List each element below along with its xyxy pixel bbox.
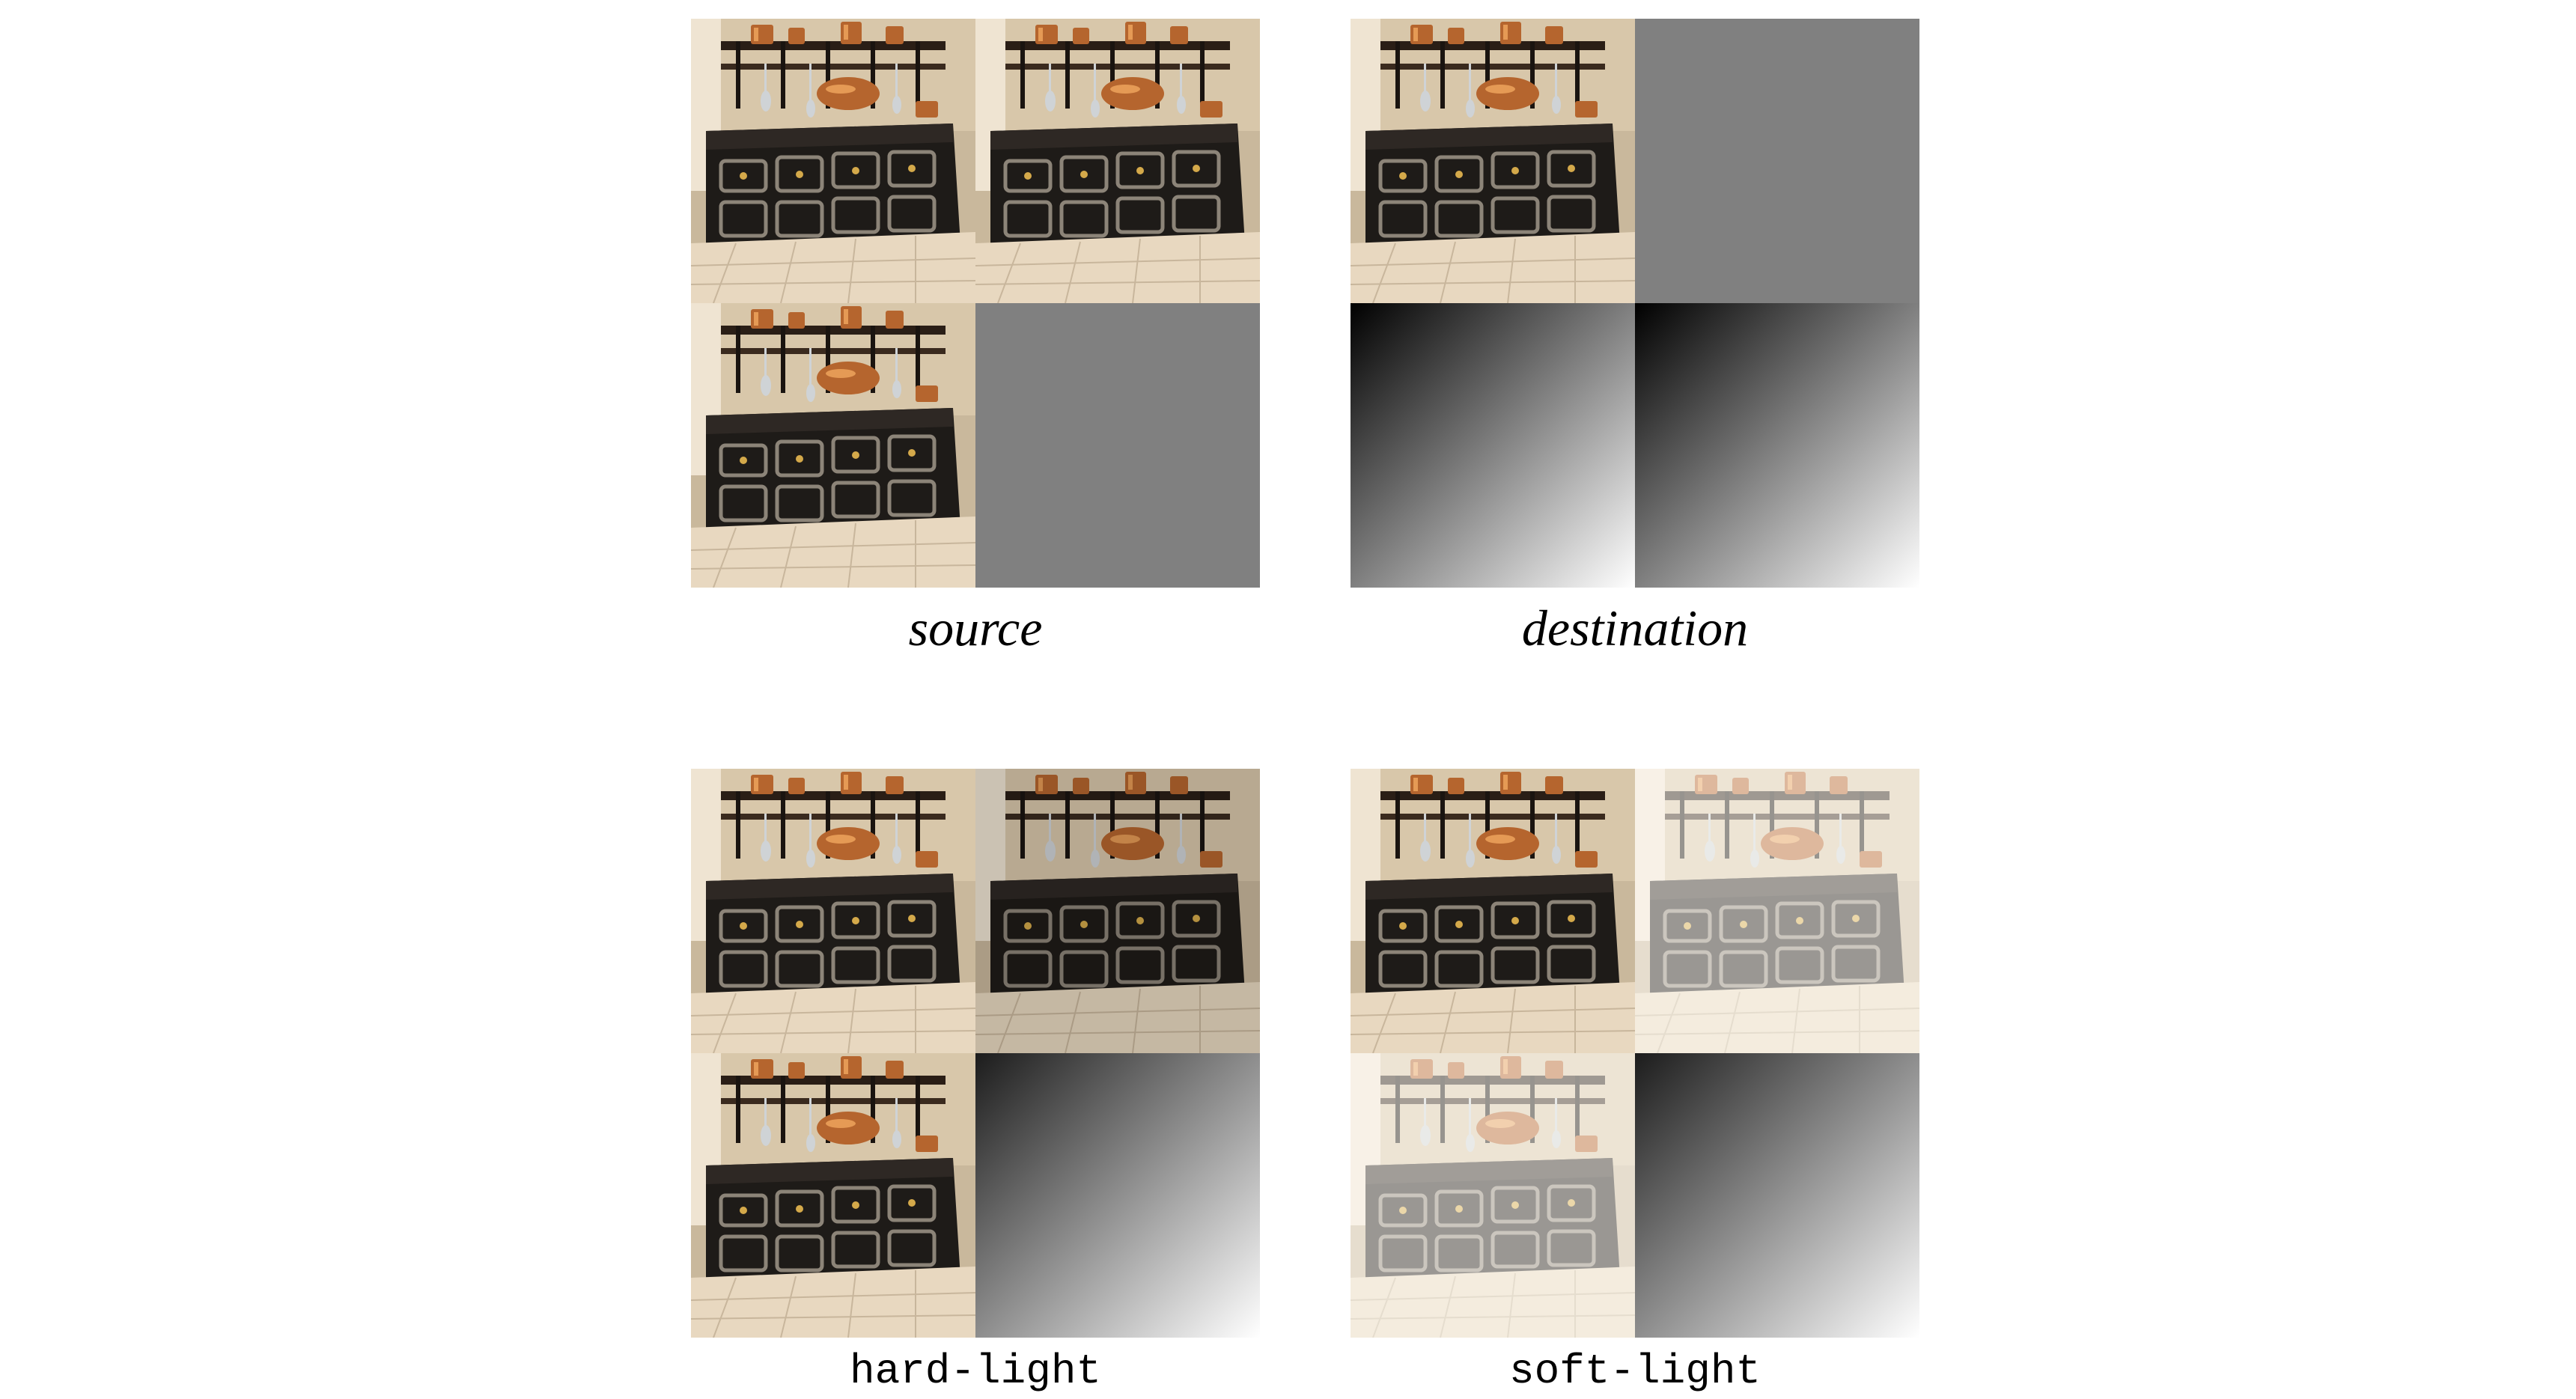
gray-square: [975, 303, 1260, 588]
gradient-square: [975, 1053, 1260, 1338]
panel-label-source: source: [908, 600, 1043, 656]
kitchen-photo: [691, 769, 975, 1053]
panel-soft-light: [1351, 769, 1919, 1338]
panel-source: [691, 19, 1260, 588]
panel-label-hard-light: hard-light: [849, 1347, 1102, 1395]
kitchen-photo: [691, 1053, 975, 1338]
kitchen-photo-faded: [1635, 769, 1919, 1053]
gray-square: [1635, 19, 1919, 303]
kitchen-photo: [691, 19, 975, 303]
kitchen-photo: [1351, 19, 1635, 303]
kitchen-photo-faded: [1351, 1053, 1635, 1338]
panel-hard-light: [691, 769, 1260, 1338]
panel-destination: [1351, 19, 1919, 588]
kitchen-photo: [975, 769, 1260, 1053]
gradient-square: [1635, 303, 1919, 588]
gradient-square: [1635, 1053, 1919, 1338]
panel-label-soft-light: soft-light: [1508, 1347, 1762, 1395]
kitchen-photo: [691, 303, 975, 588]
kitchen-photo: [1351, 769, 1635, 1053]
gradient-square: [1351, 303, 1635, 588]
kitchen-photo: [975, 19, 1260, 303]
panel-label-destination: destination: [1521, 600, 1749, 656]
